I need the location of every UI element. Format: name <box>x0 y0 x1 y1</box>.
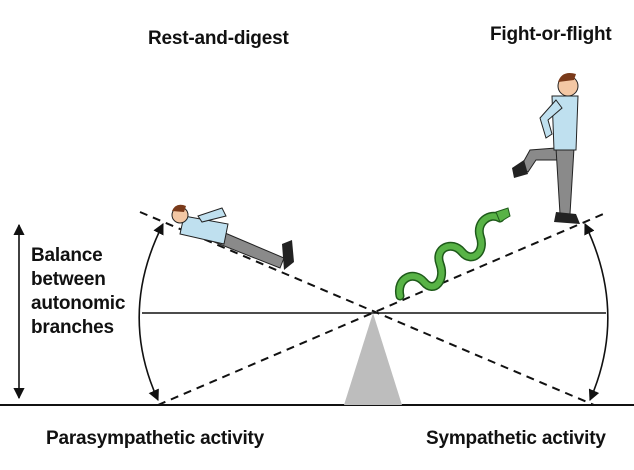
dashed-line-rest-tilt <box>139 211 595 406</box>
fulcrum-triangle <box>344 313 402 405</box>
balance-label: Balance between autonomic branches <box>31 244 151 340</box>
balance-label-line-3: autonomic <box>31 293 126 314</box>
rest-and-digest-title: Rest-and-digest <box>148 28 289 49</box>
snake-icon <box>394 207 511 301</box>
dashed-line-fight-tilt <box>157 211 609 406</box>
sympathetic-activity-label: Sympathetic activity <box>426 428 606 449</box>
left-arc-arrow <box>138 223 164 402</box>
running-man-icon <box>512 73 580 224</box>
balance-label-line-2: between <box>31 269 106 290</box>
reclining-man-icon <box>171 204 294 270</box>
parasympathetic-activity-label: Parasympathetic activity <box>46 428 265 449</box>
right-arc-arrow <box>584 222 609 402</box>
balance-label-line-4: branches <box>31 317 114 338</box>
balance-label-line-1: Balance <box>31 245 103 266</box>
fight-or-flight-title: Fight-or-flight <box>490 24 612 45</box>
